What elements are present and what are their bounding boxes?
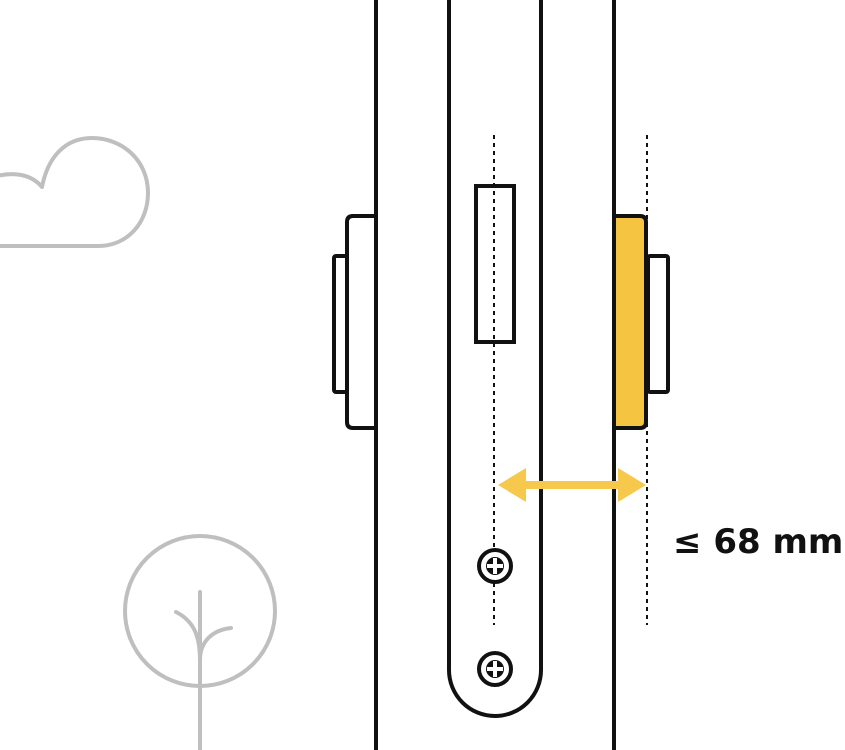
screw-icon (477, 651, 513, 687)
cloud-icon (0, 136, 150, 248)
highlighted-escutcheon (612, 214, 648, 430)
screw-icon (477, 548, 513, 584)
tree-icon (123, 534, 277, 750)
inside-cylinder (332, 214, 378, 430)
measurement-label: ≤ 68 mm (673, 522, 843, 562)
outside-cylinder (612, 214, 670, 430)
measurement-arrow (498, 468, 646, 502)
lock-faceplate (447, 0, 543, 718)
